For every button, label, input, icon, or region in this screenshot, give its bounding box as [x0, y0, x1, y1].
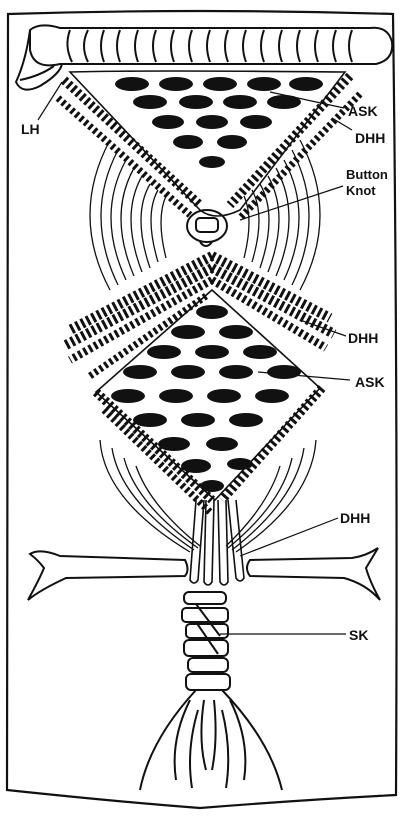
label-ask-top: ASK	[348, 103, 378, 119]
label-lh: LH	[21, 121, 40, 137]
label-sk: SK	[349, 627, 368, 643]
leader-lines	[38, 82, 352, 634]
square-knot-sinnet	[182, 592, 230, 690]
label-dhh-middle: DHH	[348, 330, 378, 346]
top-dowel	[16, 25, 392, 89]
button-knot	[187, 210, 227, 246]
label-button-knot-line1: Button	[346, 167, 388, 182]
label-dhh-top: DHH	[355, 130, 385, 146]
outer-frame	[7, 11, 397, 808]
center-cords	[190, 500, 244, 585]
bottom-tassel	[140, 690, 282, 790]
upper-dhh-right-coil	[230, 76, 350, 205]
label-dhh-bottom: DHH	[340, 510, 370, 526]
label-button-knot-line2: Knot	[346, 183, 376, 198]
label-ask-bottom: ASK	[355, 374, 385, 390]
